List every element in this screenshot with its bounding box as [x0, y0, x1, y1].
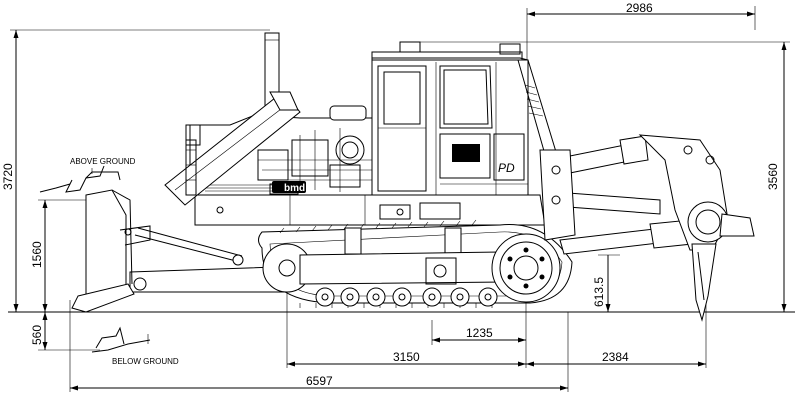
dim-blade-height: 1560: [30, 241, 44, 268]
dim-track-length: 3150: [393, 350, 420, 364]
blade-lift-arm: [164, 91, 301, 206]
track: [258, 219, 573, 308]
dim-ripper-length: 2384: [602, 350, 629, 364]
radiator-guard: [185, 139, 197, 196]
dim-overall-height: 3720: [1, 163, 15, 190]
dim-cab-height: 3560: [766, 163, 780, 190]
blade-above-ground-icon: [39, 165, 121, 193]
dim-overall-length: 6597: [306, 374, 333, 388]
dimension-lines: [8, 6, 795, 392]
blade-below-ground-icon: [91, 326, 151, 353]
drive-sprocket: [491, 233, 561, 303]
model-label: PD: [498, 161, 515, 175]
dim-ripper-depth: 613.5: [592, 277, 606, 307]
tilt-cylinder: [134, 227, 244, 266]
brand-logo: bmd: [284, 183, 305, 194]
dim-sprocket-offset: 1235: [466, 326, 493, 340]
cab: PD: [371, 41, 529, 196]
main-frame: [194, 194, 546, 226]
dim-blade-depth: 560: [30, 325, 44, 345]
below-ground-label: BELOW GROUND: [112, 357, 179, 366]
dozer-blade: [71, 189, 151, 313]
above-ground-label: ABOVE GROUND: [70, 157, 136, 166]
dim-top-length: 2986: [626, 1, 653, 15]
bulldozer: bmd: [71, 32, 755, 322]
engine-detail: [257, 128, 372, 195]
ripper: [539, 134, 755, 322]
